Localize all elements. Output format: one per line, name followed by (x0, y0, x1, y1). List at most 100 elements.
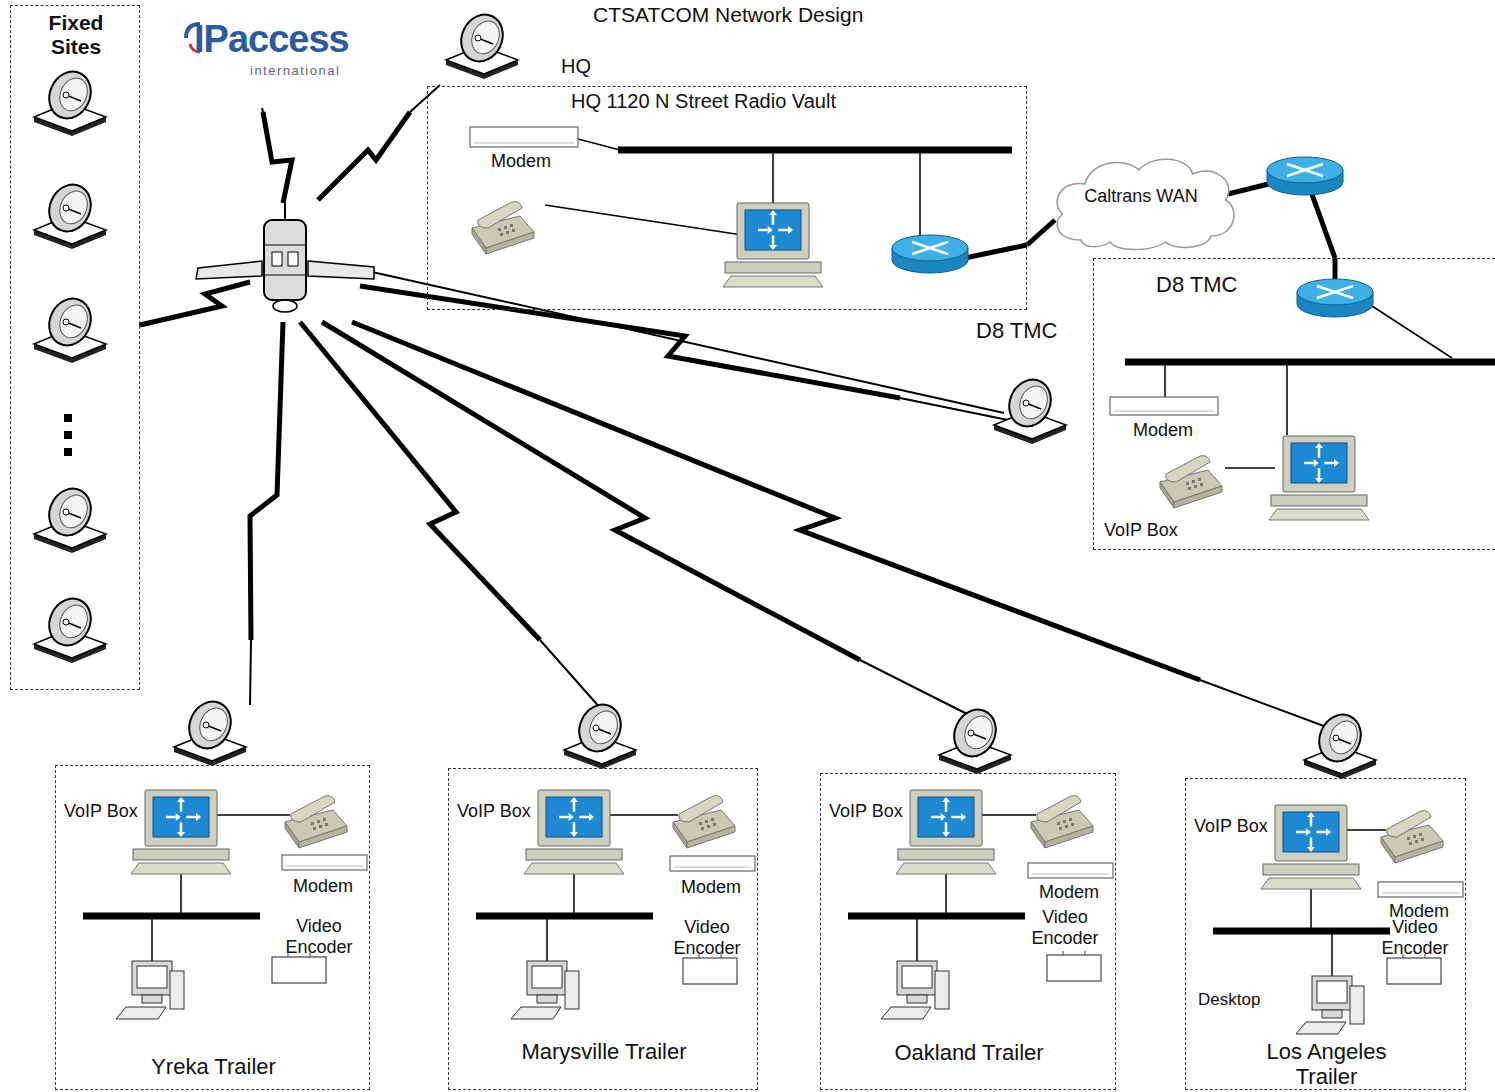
radio-link-part (300, 322, 540, 640)
satellite-dish (1304, 708, 1376, 779)
satellite-dish (34, 178, 106, 249)
satellite-dish-part (42, 482, 99, 542)
site-box: Fixed Sites (10, 5, 140, 690)
telephone-icon (1031, 796, 1093, 848)
modem-icon-part (1032, 874, 1109, 875)
telephone-icon (1160, 456, 1222, 508)
router-icon-part (892, 235, 968, 261)
radio-link-part (352, 322, 1200, 680)
satellite-icon-part (284, 200, 286, 222)
voip-computer-icon-part-part (1316, 831, 1326, 834)
router-icon-part (1267, 157, 1343, 183)
router-icon-part-part (912, 242, 948, 254)
telephone-icon-part-part (705, 820, 708, 823)
voip-computer-icon-part-part (180, 802, 183, 812)
site-box: HQHQ 1120 N Street Radio VaultModem (427, 86, 1027, 310)
device-label: Modem (1039, 882, 1099, 903)
voip-computer-icon-part-part (1310, 837, 1313, 847)
diagram-title: CTSATCOM Network Design (593, 3, 863, 27)
desktop-icon-part (907, 995, 927, 1003)
voip-computer-icon-part-part (772, 215, 775, 225)
voip-computer-icon (1269, 436, 1369, 520)
voip-computer-icon-part-part (931, 816, 941, 819)
satellite-dish-part (960, 712, 998, 754)
satellite-dish (34, 482, 106, 553)
voip-computer-icon-part-part (1314, 459, 1319, 467)
video-encoder-icon-part (683, 958, 737, 984)
desktop-icon-part (137, 966, 167, 988)
voip-computer-icon-part-part (570, 832, 578, 837)
telephone-icon-part (679, 796, 723, 822)
radio-link-part (360, 286, 900, 398)
modem-icon (1378, 882, 1463, 897)
telephone-icon-part-part (707, 825, 710, 828)
voip-computer-icon-part-part (559, 816, 569, 819)
satellite-dish-part (63, 509, 69, 515)
modem-icon-part (674, 867, 751, 868)
radio-link-part (900, 398, 1008, 420)
voip-computer-icon-part-part (1310, 817, 1313, 827)
ellipsis-dots-part (64, 431, 72, 439)
telephone-icon-part-part (1188, 487, 1191, 490)
device-label: Modem (1133, 420, 1193, 441)
router-icon (1267, 157, 1343, 195)
desktop-icon-part (1322, 1010, 1342, 1018)
satellite-dish-part (63, 319, 69, 325)
device-group: VoIP Box (1101, 431, 1381, 543)
voip-computer-icon-part (918, 797, 974, 837)
modem-icon-part (470, 127, 578, 147)
wire (982, 814, 1036, 816)
voip-computer-icon-part (737, 203, 809, 259)
voip-computer-icon-part-part (1324, 462, 1334, 465)
radio-link (300, 322, 602, 710)
telephone-icon-part-part (1409, 842, 1412, 845)
voip-computer-icon-part-part (769, 245, 777, 250)
satellite-dish (446, 8, 518, 79)
radio-link (360, 286, 1008, 420)
voip-computer-icon-part-part (177, 797, 185, 802)
telephone-icon-part-part (325, 823, 328, 826)
telephone-icon-part-part (1194, 485, 1197, 488)
wan-link (1027, 220, 1055, 245)
telephone-icon-part (1407, 833, 1424, 845)
modem-icon-part (1382, 893, 1459, 894)
voip-computer-icon-part (1283, 436, 1355, 492)
network-bus (1125, 359, 1495, 366)
device-label: VoIP Box (1104, 520, 1178, 541)
satellite-dish-part (55, 74, 93, 116)
wire (916, 916, 918, 961)
telephone-icon-part-part (1419, 833, 1422, 836)
satellite-dish-part (55, 491, 93, 533)
wire (151, 916, 153, 961)
radio-link-part (250, 640, 251, 705)
voip-computer-icon-part-part (1307, 847, 1315, 852)
satellite-dish-part (195, 704, 233, 746)
telephone-icon-part (311, 818, 328, 830)
desktop-icon-part (881, 1007, 931, 1019)
telephone-icon-part (486, 232, 534, 254)
cloud-shape: Caltrans WAN (1050, 152, 1238, 252)
box-title: Marysville Trailer (519, 1039, 689, 1064)
voip-computer-icon-part-part (1326, 828, 1331, 836)
telephone-icon-part (1057, 818, 1074, 830)
network-bus (476, 913, 653, 920)
wire (546, 916, 548, 961)
modem-icon (282, 855, 367, 870)
satellite-dish-part (55, 601, 93, 643)
router-icon-part (1317, 286, 1353, 298)
desktop-icon-part (1296, 1022, 1346, 1034)
voip-computer-icon-part-part (1334, 459, 1339, 467)
router-icon (1297, 279, 1373, 317)
desktop-icon (1296, 976, 1364, 1034)
radio-link-part (263, 112, 292, 203)
site-box: D8 TMCModemVoIP Box (1093, 258, 1495, 550)
voip-computer-icon-part (898, 849, 994, 860)
wire (1286, 362, 1288, 435)
device-label: Video Encoder (1023, 907, 1107, 948)
telephone-icon-part-part (1407, 837, 1410, 840)
telephone-icon-part (299, 826, 347, 848)
network-bus (1213, 928, 1390, 935)
telephone-icon-part-part (711, 818, 714, 821)
box-title: Caltrans WAN (1050, 186, 1232, 207)
